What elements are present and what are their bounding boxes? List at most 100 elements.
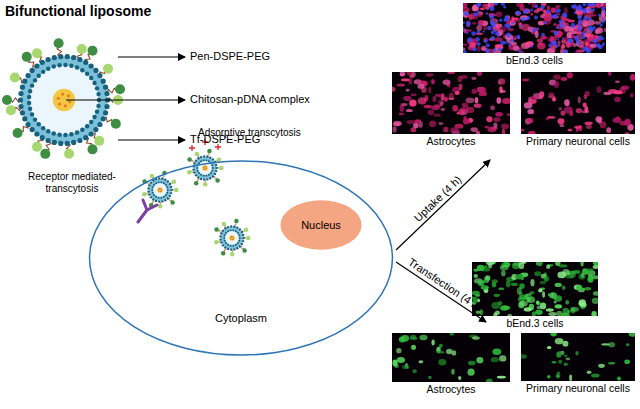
lipid-head: [224, 227, 226, 229]
cell-signal: [584, 106, 588, 113]
lipid-head: [224, 246, 226, 248]
cell-signal: [426, 73, 434, 77]
cell-signal: [555, 338, 564, 344]
cell-signal: [624, 119, 630, 126]
nucleus-stain: [582, 3, 586, 7]
cell-signal: [447, 72, 455, 74]
cell-signal: [435, 94, 443, 97]
pdna-dot: [68, 100, 71, 103]
bilayer: [196, 159, 214, 177]
nucleus-stain: [463, 29, 465, 32]
pdna-dot: [204, 166, 205, 167]
pdna-dot: [230, 237, 231, 238]
lipid-head: [28, 107, 32, 111]
nucleus-stain: [554, 30, 558, 34]
ligand: [219, 166, 224, 171]
cell-signal: [561, 77, 567, 81]
cell-signal: [409, 99, 416, 106]
cell-signal: [567, 129, 572, 132]
cell-signal: [585, 121, 593, 125]
nucleus-stain: [551, 15, 554, 18]
cell-signal: [466, 97, 475, 103]
cell-signal: [555, 283, 562, 287]
lipid-head: [198, 172, 200, 174]
cell-signal: [578, 96, 581, 103]
nucleus-stain: [536, 27, 539, 30]
cell-signal: [502, 129, 505, 134]
lipid-head: [30, 83, 34, 87]
lipid-head: [166, 186, 168, 188]
cell-signal: [530, 13, 533, 16]
lipid-head: [153, 184, 155, 186]
nucleus-stain: [494, 29, 497, 32]
cell-signal: [393, 126, 397, 133]
lipid-head: [37, 122, 41, 126]
lipid-head: [161, 200, 163, 202]
nucleus-stain: [500, 40, 505, 45]
lipid-head: [220, 232, 222, 234]
cell-signal: [428, 376, 432, 379]
ligand: [94, 136, 104, 146]
cell-signal: [501, 270, 505, 276]
nucleus-stain: [477, 11, 480, 14]
cell-signal: [575, 351, 578, 355]
cell-signal: [434, 113, 441, 116]
cell-signal: [564, 26, 571, 32]
cell-signal: [486, 262, 495, 265]
caption-holder: bEnd.3 cells: [472, 316, 598, 329]
ligand: [13, 128, 23, 138]
lipid-head: [205, 175, 207, 177]
cell-signal: [443, 80, 451, 85]
cell-signal: [400, 105, 405, 112]
lipid-head: [147, 190, 149, 192]
title-holder: Bifunctional liposome: [5, 3, 151, 19]
receptor-symbol: [138, 200, 157, 222]
cell-signal: [477, 46, 481, 52]
nucleus-stain: [521, 17, 525, 21]
lipid-head: [46, 129, 50, 133]
cell-signal: [411, 72, 415, 77]
nucleus-stain: [588, 9, 591, 12]
nucleus-stain: [547, 11, 550, 14]
cell-signal: [587, 37, 591, 41]
lipid-head: [71, 140, 76, 145]
cell-signal: [418, 360, 423, 363]
lipid-head: [97, 122, 102, 127]
diagram-title: Bifunctional liposome: [5, 3, 151, 19]
micrograph-ground: [472, 262, 598, 316]
cell-signal: [546, 308, 554, 311]
ligand: [234, 219, 239, 224]
lipid-head: [151, 189, 153, 191]
micrograph-panel: Astrocytes: [392, 333, 510, 395]
lipid-head: [77, 138, 82, 143]
cell-signal: [406, 89, 410, 92]
nucleus-stain: [466, 21, 470, 25]
nucleus-stain: [560, 23, 565, 28]
nucleus-stain: [493, 49, 496, 52]
pdna-complex: [229, 235, 235, 241]
lipid-head: [212, 167, 214, 169]
nucleus-stain: [548, 43, 552, 47]
nucleus-stain: [491, 23, 495, 27]
lipid-head: [104, 91, 109, 96]
nucleus-stain: [516, 11, 520, 15]
nucleus-stain: [590, 28, 594, 32]
nucleus-stain: [494, 3, 496, 5]
lipid-head: [30, 112, 34, 116]
cell-signal: [586, 125, 592, 129]
cell-signal: [396, 348, 401, 353]
ligand: [88, 46, 98, 56]
cell-signal: [524, 307, 532, 311]
nucleus-stain: [576, 40, 578, 42]
lipid-head: [225, 232, 227, 234]
lipid-head: [18, 104, 23, 109]
lipid-head: [219, 235, 221, 237]
caption-holder: Primary neuronal cells: [521, 134, 635, 147]
node-text: Cytoplasm: [88, 312, 394, 325]
ligand: [187, 157, 192, 162]
bilayer: [223, 229, 241, 247]
cell-signal: [483, 37, 488, 42]
nucleus-stain: [583, 47, 585, 49]
lipid-head: [203, 175, 205, 177]
cell-signal: [474, 104, 482, 108]
